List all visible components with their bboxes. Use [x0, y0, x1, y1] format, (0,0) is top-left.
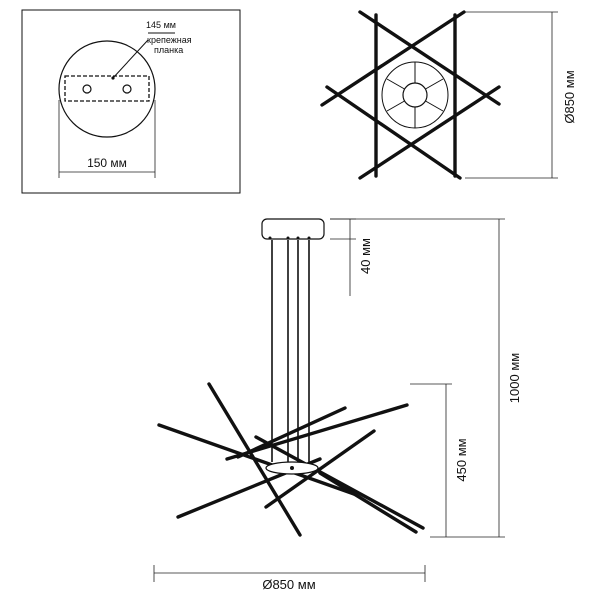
side-bar-8	[318, 471, 418, 534]
body-diameter-label: Ø850 мм	[262, 577, 315, 592]
canopy-diameter-label: 150 мм	[87, 156, 127, 170]
bracket-width-label: 145 мм	[146, 20, 176, 30]
canopy-plate-circle	[58, 40, 156, 138]
bracket-name-label-line2: планка	[154, 45, 183, 55]
side-view: 40 мм 1000 мм 450 мм Ø850 мм	[153, 218, 522, 592]
top-bar-1	[325, 85, 462, 180]
canopy-screw-3	[296, 236, 300, 240]
hub-center	[402, 82, 428, 108]
top-bar-2	[358, 10, 501, 106]
bracket-leader-line	[112, 39, 149, 79]
canopy-screw-1	[268, 236, 272, 240]
mounting-hole-right	[122, 84, 132, 94]
canopy-screw-4	[307, 236, 311, 240]
body-height-label: 450 мм	[454, 438, 469, 481]
top-bar-3	[320, 10, 466, 107]
bracket-name-label-line1: крепежная	[147, 35, 192, 45]
side-bar-6	[236, 406, 347, 459]
mounting-bracket-outline	[64, 75, 150, 102]
top-view: Ø850 мм	[320, 10, 577, 180]
side-bar-5	[264, 429, 376, 509]
top-view-diameter-label: Ø850 мм	[562, 70, 577, 123]
side-canopy	[261, 218, 325, 240]
side-bar-3	[254, 435, 425, 530]
mounting-hole-left	[82, 84, 92, 94]
side-hub-center	[290, 466, 294, 470]
side-bar-2	[207, 382, 302, 537]
canopy-detail-frame	[21, 9, 241, 194]
total-height-label: 1000 мм	[507, 353, 522, 403]
canopy-screw-2	[286, 236, 290, 240]
canopy-height-label: 40 мм	[358, 238, 373, 274]
side-bar-1	[157, 423, 356, 496]
canopy-detail: 145 мм крепежная планка 150 мм	[21, 9, 241, 194]
top-bar-4	[358, 85, 501, 180]
